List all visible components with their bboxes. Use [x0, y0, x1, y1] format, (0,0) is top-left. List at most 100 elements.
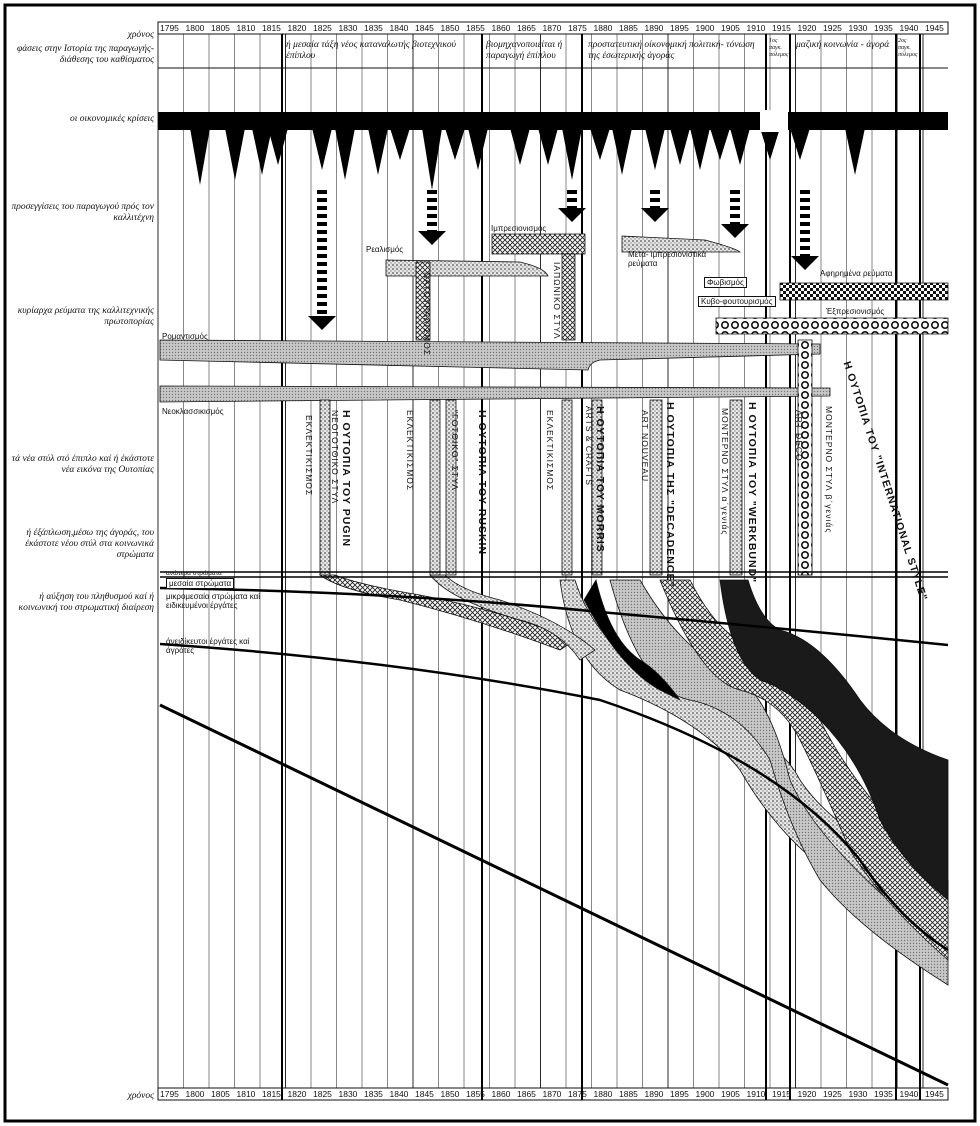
year-tick-label: 1800: [186, 23, 205, 33]
label-werkbund-utopia: Η ΟΥΤΟΠΙΑ ΤΟΥ "WERKBUND": [746, 402, 758, 584]
year-row: [157, 21, 949, 35]
arrow-dash: [317, 214, 327, 218]
year-tick-label: 1925: [823, 23, 842, 33]
row-label-phases: φάσεις στην Ιστορία της παραγωγής-διάθεσ…: [16, 44, 154, 65]
expressionism-band: [715, 317, 949, 335]
year-tick-label: 1845: [415, 23, 434, 33]
year-tick-label: 1870: [543, 23, 562, 33]
stratum-petty: μικρομεσαία στρώματα καί ειδικευμένοι έρ…: [166, 592, 261, 610]
year-tick-label: 1830: [339, 1089, 358, 1099]
current-romanticism: Ρομαντισμός: [162, 332, 208, 341]
crisis-spike: [468, 128, 488, 170]
label-modern-1st-gen: ΜΟΝΤΕΡΝΟ ΣΤΥΛ α΄γενιάς: [720, 408, 730, 536]
year-tick-label: 1865: [517, 23, 536, 33]
year-tick-label: 1845: [415, 1089, 434, 1099]
arrow-head: [721, 224, 749, 238]
arrow-dash: [317, 302, 327, 306]
year-tick-label: 1880: [594, 23, 613, 33]
year-tick-label: 1805: [211, 23, 230, 33]
year-tick-label: 1795: [160, 1089, 179, 1099]
arrow-head: [558, 208, 586, 222]
year-tick-label: 1925: [823, 1089, 842, 1099]
crisis-gap: [760, 110, 788, 132]
phase-ww2: 2ος παγκ. πόλεμος: [898, 38, 918, 58]
year-tick-label: 1870: [543, 1089, 562, 1099]
arrow-dash: [317, 254, 327, 258]
year-tick-label: 1935: [874, 23, 893, 33]
year-tick-label: 1915: [772, 1089, 791, 1099]
crisis-spike: [335, 128, 355, 180]
label-eclecticism-2: ΕΚΛΕΚΤΙΚΙΣΜΟΣ: [405, 410, 415, 492]
axis-label-bottom: χρόνος: [127, 1091, 154, 1101]
arrow-dash: [650, 198, 660, 202]
year-tick-label: 1895: [670, 1089, 689, 1099]
style-stem: [429, 399, 441, 576]
arrow-dash: [317, 286, 327, 290]
label-ruskin-utopia: Η ΟΥΤΟΠΙΑ ΤΟΥ RUSKIN: [476, 410, 488, 556]
year-tick-label: 1805: [211, 1089, 230, 1099]
crisis-spike: [368, 128, 388, 175]
crisis-spike: [690, 128, 710, 170]
arrow-dash: [427, 206, 437, 210]
label-gothic-style: "ΓΟΤΘΙΚΟ" ΣΤΥΛ: [450, 410, 460, 491]
year-tick-label: 1820: [288, 23, 307, 33]
label-modern-2nd-gen: ΜΟΝΤΕΡΝΟ ΣΤΥΛ β΄γενιάς: [824, 406, 834, 534]
stratum-unskilled: άνειδίκευτοι έργάτες καί άγρότες: [166, 637, 250, 655]
year-tick-label: 1880: [594, 1089, 613, 1099]
arrow-head: [791, 256, 819, 270]
crisis-spike: [730, 128, 750, 165]
current-post-impressionism: Μετα- ιμπρεσιονιστικά ρεύματα: [628, 250, 707, 268]
year-tick-label: 1825: [313, 1089, 332, 1099]
year-tick-label: 1860: [492, 23, 511, 33]
label-art-deco: ART DECO: [794, 410, 804, 462]
arrow-dash: [730, 198, 740, 202]
crisis-spike: [252, 128, 272, 175]
label-naturalism: ΝΑΤΟΥΡΑΛΙΣΜΟΣ: [422, 272, 432, 357]
year-tick-label: 1895: [670, 23, 689, 33]
year-tick-label: 1940: [900, 1089, 919, 1099]
current-abstract: Αφηρημένα ρεύματα: [820, 269, 893, 278]
year-tick-label: 1920: [798, 23, 817, 33]
arrow-dash: [427, 190, 437, 194]
year-tick-label: 1885: [619, 1089, 638, 1099]
population-line: [159, 703, 949, 1087]
arrow-dash: [800, 238, 810, 242]
naturalism-stem: [415, 261, 431, 341]
arrow-dash: [317, 294, 327, 298]
arrow-dash: [427, 214, 437, 218]
arrow-head: [641, 208, 669, 222]
crisis-spike: [312, 128, 332, 170]
label-neogothic: ΝΕΟΓΟΤΘΙΚΟ ΣΤΥΛ: [330, 410, 340, 505]
stratum-upper: ανώτερα στρώματα: [166, 570, 222, 577]
year-tick-label: 1855: [466, 1089, 485, 1099]
year-tick-label: 1795: [160, 23, 179, 33]
japonism-stem: [561, 253, 576, 341]
diffusion-dark: [719, 579, 949, 901]
arrow-dash: [730, 214, 740, 218]
arrow-dash: [800, 222, 810, 226]
year-tick-label: 1920: [798, 1089, 817, 1099]
crisis-spike: [225, 128, 245, 180]
year-tick-label: 1860: [492, 1089, 511, 1099]
arrow-dash: [800, 230, 810, 234]
year-tick-label: 1840: [390, 23, 409, 33]
year-tick-label: 1930: [849, 1089, 868, 1099]
label-decadence-utopia: Η ΟΥΤΟΠΙΑ ΤΗΣ "DECADENCE": [664, 402, 676, 588]
arrow-dash: [567, 198, 577, 202]
arrow-dash: [730, 190, 740, 194]
arrow-dash: [427, 222, 437, 226]
year-tick-label: 1945: [925, 23, 944, 33]
year-tick-label: 1850: [441, 1089, 460, 1099]
year-tick-label: 1815: [262, 23, 281, 33]
phase-industrialization: βιομηχανοποιείται ή παραγωγή έπίπλου: [486, 40, 563, 61]
year-tick-label: 1865: [517, 1089, 536, 1099]
year-tick-label: 1850: [441, 23, 460, 33]
crisis-spike: [510, 128, 530, 165]
arrow-dash: [567, 190, 577, 194]
arrow-dash: [317, 310, 327, 314]
realism-band: [385, 259, 549, 277]
arrow-dash: [317, 262, 327, 266]
current-realism: Ρεαλισμός: [366, 245, 404, 254]
